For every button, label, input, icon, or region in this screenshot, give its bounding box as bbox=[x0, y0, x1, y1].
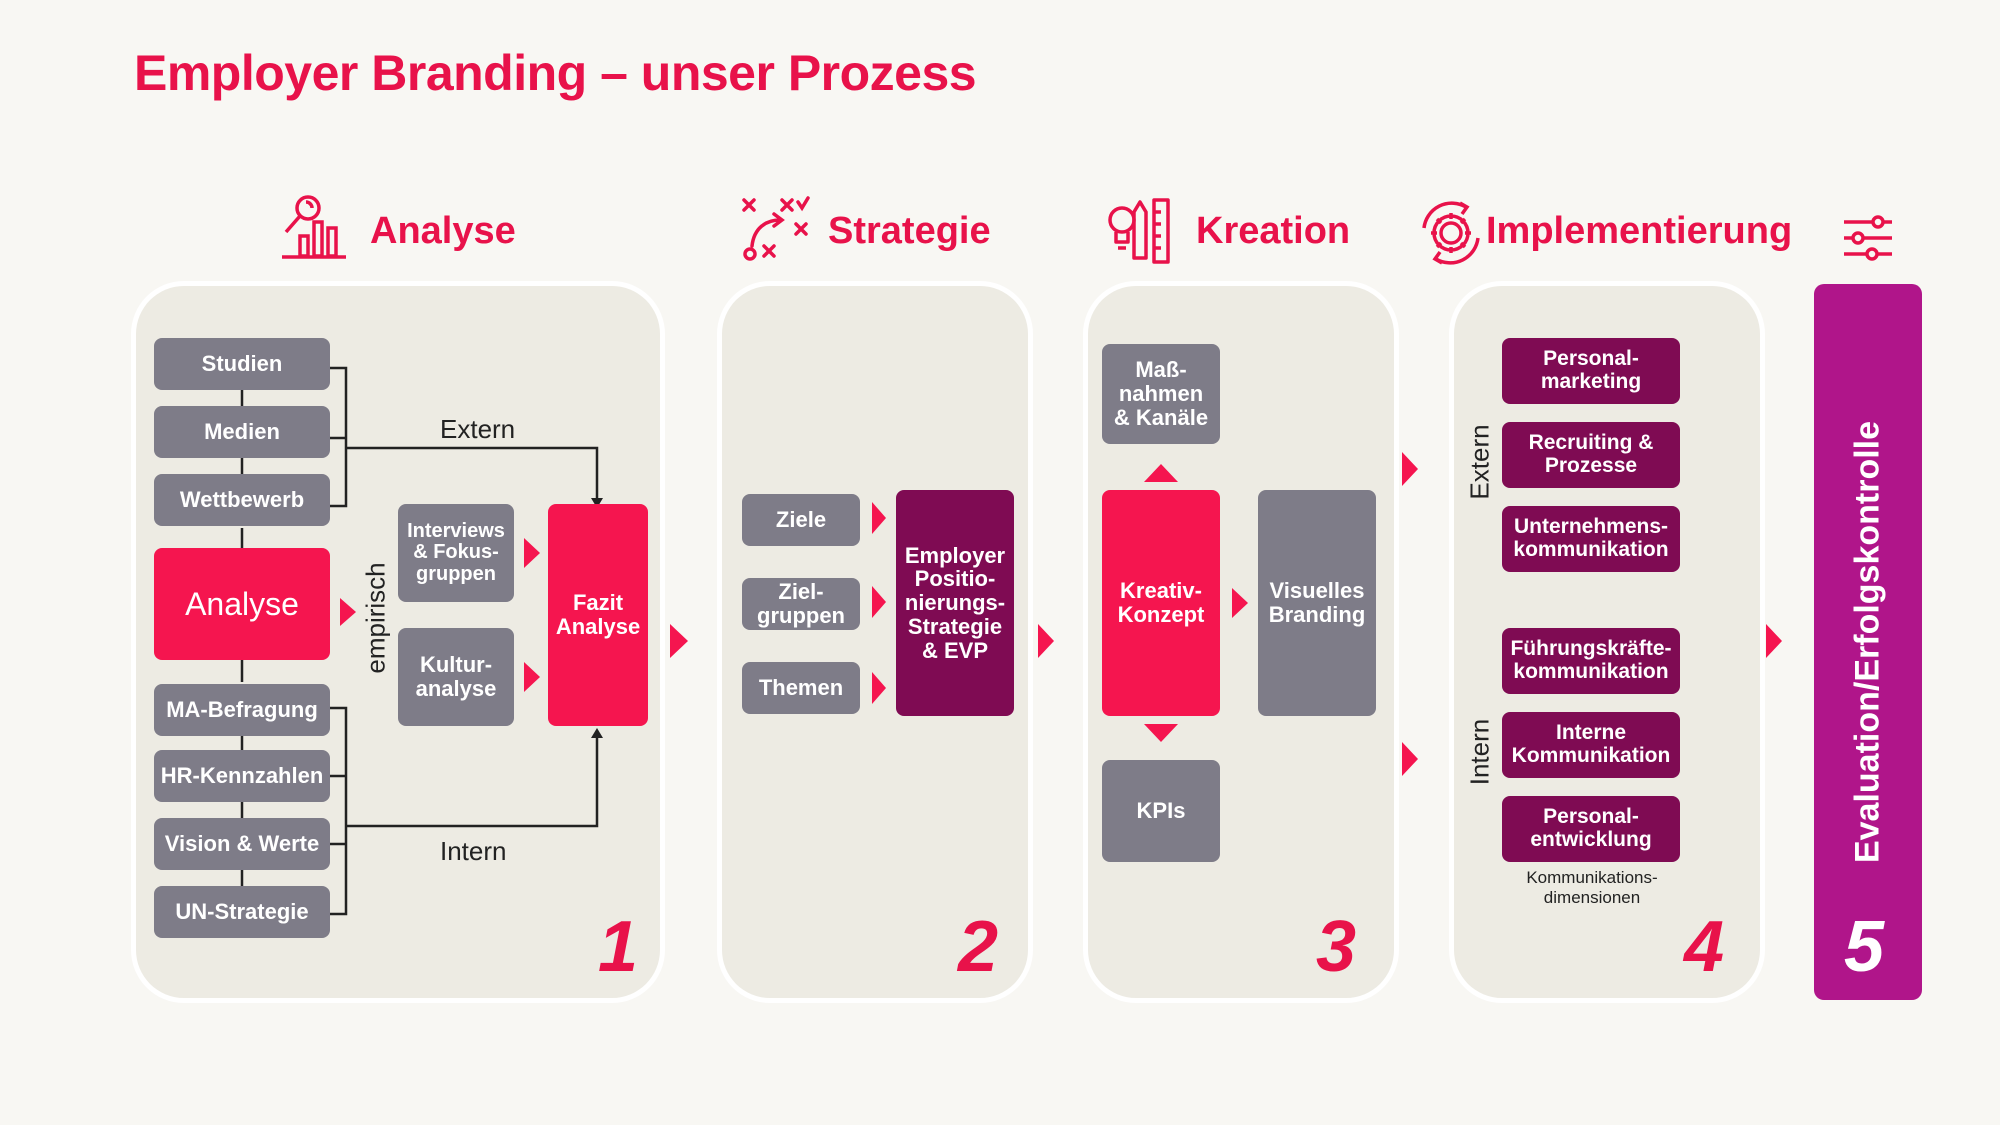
label-evaluation: Evaluation/Erfolgskontrolle bbox=[1848, 420, 1887, 864]
box-zielgruppen: Ziel-gruppen bbox=[742, 578, 860, 630]
page-title: Employer Branding – unser Prozess bbox=[134, 45, 977, 101]
label-extern-4: Extern bbox=[1464, 424, 1495, 500]
box-analyse-center: Analyse bbox=[154, 548, 330, 660]
box-wettbewerb: Wettbewerb bbox=[154, 474, 330, 526]
box-fuehrungskraeftekommunikation: Führungskräfte-kommunikation bbox=[1502, 628, 1680, 694]
box-ziele: Ziele bbox=[742, 494, 860, 546]
box-fazit-analyse: Fazit Analyse bbox=[548, 504, 648, 726]
phase-title-implementierung: Implementierung bbox=[1486, 210, 1793, 252]
step-number-5: 5 bbox=[1844, 907, 1885, 987]
gear-cycle-icon bbox=[1422, 201, 1480, 265]
box-kulturanalyse: Kultur-analyse bbox=[398, 628, 514, 726]
analytics-icon bbox=[282, 195, 346, 259]
panel-evaluation bbox=[1814, 284, 1922, 1000]
box-medien: Medien bbox=[154, 406, 330, 458]
box-vision-werte: Vision & Werte bbox=[154, 818, 330, 870]
box-un-strategie: UN-Strategie bbox=[154, 886, 330, 938]
box-personalmarketing: Personal-marketing bbox=[1502, 338, 1680, 404]
box-unternehmenskommunikation: Unternehmens-kommunikation bbox=[1502, 506, 1680, 572]
box-interviews: Interviews & Fokus-gruppen bbox=[398, 504, 514, 602]
label-extern: Extern bbox=[440, 414, 516, 444]
caption-kommunikationsdimensionen: Kommunikations-dimensionen bbox=[1526, 868, 1658, 907]
step-number-4: 4 bbox=[1684, 907, 1725, 987]
sliders-icon bbox=[1844, 215, 1892, 261]
label-intern: Intern bbox=[440, 836, 507, 866]
box-visuelles-branding: Visuelles Branding bbox=[1258, 490, 1376, 716]
step-number-1: 1 bbox=[598, 907, 639, 987]
phase-title-kreation: Kreation bbox=[1196, 210, 1351, 252]
phase-title-analyse: Analyse bbox=[370, 210, 516, 252]
box-personalentwicklung: Personal-entwicklung bbox=[1502, 796, 1680, 862]
box-studien: Studien bbox=[154, 338, 330, 390]
box-kpis: KPIs bbox=[1102, 760, 1220, 862]
box-employer-strategie: Employer Positio-nierungs-Strategie & EV… bbox=[896, 490, 1014, 716]
box-interne-kommunikation: Interne Kommunikation bbox=[1502, 712, 1680, 778]
label-intern-4: Intern bbox=[1464, 718, 1495, 786]
step-number-2: 2 bbox=[958, 907, 999, 987]
tactics-icon bbox=[742, 196, 810, 261]
box-kreativkonzept: Kreativ-Konzept bbox=[1102, 490, 1220, 716]
box-massnahmen-kanaele: Maß-nahmen & Kanäle bbox=[1102, 344, 1220, 444]
box-ma-befragung: MA-Befragung bbox=[154, 684, 330, 736]
phase-title-strategie: Strategie bbox=[828, 210, 991, 252]
creative-tools-icon bbox=[1108, 198, 1170, 264]
box-themen: Themen bbox=[742, 662, 860, 714]
box-hr-kennzahlen: HR-Kennzahlen bbox=[154, 750, 330, 802]
box-recruiting-prozesse: Recruiting & Prozesse bbox=[1502, 422, 1680, 488]
label-empirisch: empirisch bbox=[360, 562, 391, 674]
step-number-3: 3 bbox=[1316, 907, 1357, 987]
